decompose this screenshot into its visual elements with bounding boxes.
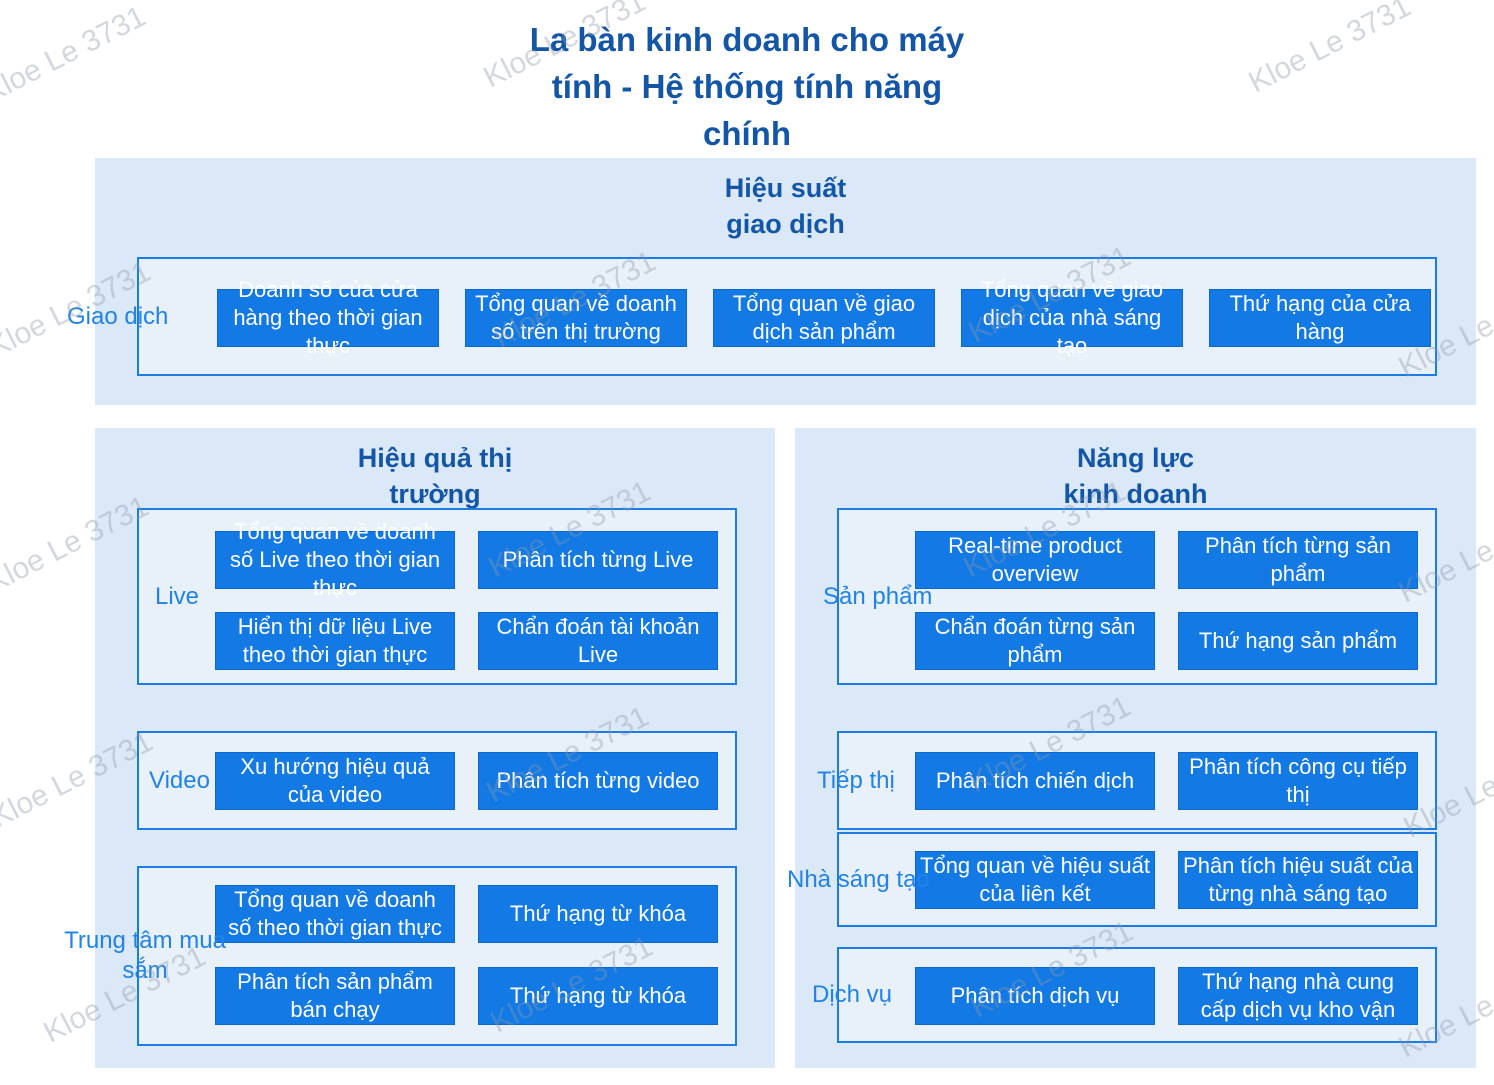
section-title: Hiệu suất giao dịch <box>95 170 1476 242</box>
section-market-performance: Hiệu quả thị trường Live Tổng quan về do… <box>64 428 775 1068</box>
feature-button[interactable]: Phân tích từng video <box>478 752 718 810</box>
page-title-line: tính - Hệ thống tính năng <box>551 68 943 105</box>
feature-button[interactable]: Thứ hạng từ khóa <box>478 967 718 1025</box>
row-marketing: Tiếp thị Phân tích chiến dịch Phân tích … <box>817 731 1437 830</box>
feature-button[interactable]: Chẩn đoán tài khoản Live <box>478 612 718 670</box>
button-grid: Doanh số của cửa hàng theo thời gian thự… <box>217 277 1431 358</box>
row-label: Sản phẩm <box>823 582 933 610</box>
section-business-capability: Năng lực kinh doanh Sản phẩm Real-time p… <box>787 428 1476 1068</box>
row-label: Live <box>155 582 200 610</box>
page-title-line: chính <box>703 115 791 152</box>
feature-button[interactable]: Tổng quan về giao dịch của nhà sáng tạo <box>961 277 1183 358</box>
feature-button[interactable]: Phân tích từng Live <box>478 531 718 589</box>
row-label: Video <box>149 766 210 794</box>
row-live: Live Tổng quan về doanh số Live theo thờ… <box>137 508 737 685</box>
page-title-line: La bàn kinh doanh cho máy <box>529 21 965 58</box>
feature-button[interactable]: Chẩn đoán từng sản phẩm <box>915 612 1155 670</box>
feature-button[interactable]: Phân tích hiệu suất của từng nhà sáng tạ… <box>1178 851 1418 909</box>
feature-button[interactable]: Phân tích dịch vụ <box>915 967 1155 1025</box>
feature-button[interactable]: Thứ hạng nhà cung cấp dịch vụ kho vận <box>1178 967 1418 1025</box>
feature-button[interactable]: Thứ hạng của cửa hàng <box>1209 289 1431 347</box>
button-grid: Real-time product overview Phân tích từn… <box>915 531 1418 670</box>
feature-button[interactable]: Phân tích từng sản phẩm <box>1178 531 1418 589</box>
row-label: Giao dịch <box>67 302 169 330</box>
section-title-line: trường <box>389 479 481 509</box>
feature-button[interactable]: Tổng quan về giao dịch sản phẩm <box>713 289 935 347</box>
button-grid: Phân tích dịch vụ Thứ hạng nhà cung cấp … <box>915 967 1418 1025</box>
row-video: Video Xu hướng hiệu quả của video Phân t… <box>137 731 737 830</box>
feature-button[interactable]: Tổng quan về doanh số Live theo thời gia… <box>215 519 455 600</box>
section-title-line: kinh doanh <box>1063 479 1208 509</box>
row-shopping-center: Trung tâm mua sắm Tổng quan về doanh số … <box>64 866 737 1046</box>
row-product: Sản phẩm Real-time product overview Phân… <box>823 508 1437 685</box>
row-label: Tiếp thị <box>817 766 895 794</box>
feature-button[interactable]: Thứ hạng từ khóa <box>478 885 718 943</box>
section-title-line: Hiệu quả thị <box>357 443 513 473</box>
feature-button[interactable]: Thứ hạng sản phẩm <box>1178 612 1418 670</box>
feature-button[interactable]: Hiển thị dữ liệu Live theo thời gian thự… <box>215 612 455 670</box>
row-creator: Nhà sáng tạo Tổng quan về hiệu suất của … <box>787 832 1437 927</box>
feature-button[interactable]: Xu hướng hiệu quả của video <box>215 752 455 810</box>
section-title-line: giao dịch <box>726 209 845 239</box>
button-grid: Tổng quan về doanh số theo thời gian thự… <box>215 885 718 1025</box>
feature-button[interactable]: Phân tích chiến dịch <box>915 752 1155 810</box>
feature-button[interactable]: Phân tích sản phẩm bán chạy <box>215 967 455 1025</box>
feature-button[interactable]: Real-time product overview <box>915 531 1155 589</box>
button-grid: Tổng quan về doanh số Live theo thời gia… <box>215 519 718 670</box>
button-grid: Tổng quan về hiệu suất của liên kết Phân… <box>915 851 1418 909</box>
feature-button[interactable]: Tổng quan về hiệu suất của liên kết <box>915 851 1155 909</box>
row-label: Trung tâm mua sắm <box>64 927 226 984</box>
row-label: Dịch vụ <box>812 981 893 1008</box>
section-title: Năng lực kinh doanh <box>795 440 1476 512</box>
row-trade: Giao dịch Doanh số của cửa hàng theo thờ… <box>67 257 1437 376</box>
row-label: Nhà sáng tạo <box>787 865 930 893</box>
feature-button[interactable]: Tổng quan về doanh số trên thị trường <box>465 289 687 347</box>
button-grid: Xu hướng hiệu quả của video Phân tích từ… <box>215 752 718 810</box>
section-title: Hiệu quả thị trường <box>95 440 775 512</box>
page-title: La bàn kinh doanh cho máy tính - Hệ thốn… <box>0 16 1494 157</box>
section-title-line: Hiệu suất <box>724 173 847 203</box>
button-grid: Phân tích chiến dịch Phân tích công cụ t… <box>915 752 1418 810</box>
section-transaction-performance: Hiệu suất giao dịch Giao dịch Doanh số c… <box>67 158 1476 405</box>
feature-button[interactable]: Phân tích công cụ tiếp thị <box>1178 752 1418 810</box>
section-title-line: Năng lực <box>1076 443 1195 473</box>
row-service: Dịch vụ Phân tích dịch vụ Thứ hạng nhà c… <box>812 947 1437 1043</box>
feature-button[interactable]: Tổng quan về doanh số theo thời gian thự… <box>215 885 455 943</box>
feature-button[interactable]: Doanh số của cửa hàng theo thời gian thự… <box>217 277 439 358</box>
